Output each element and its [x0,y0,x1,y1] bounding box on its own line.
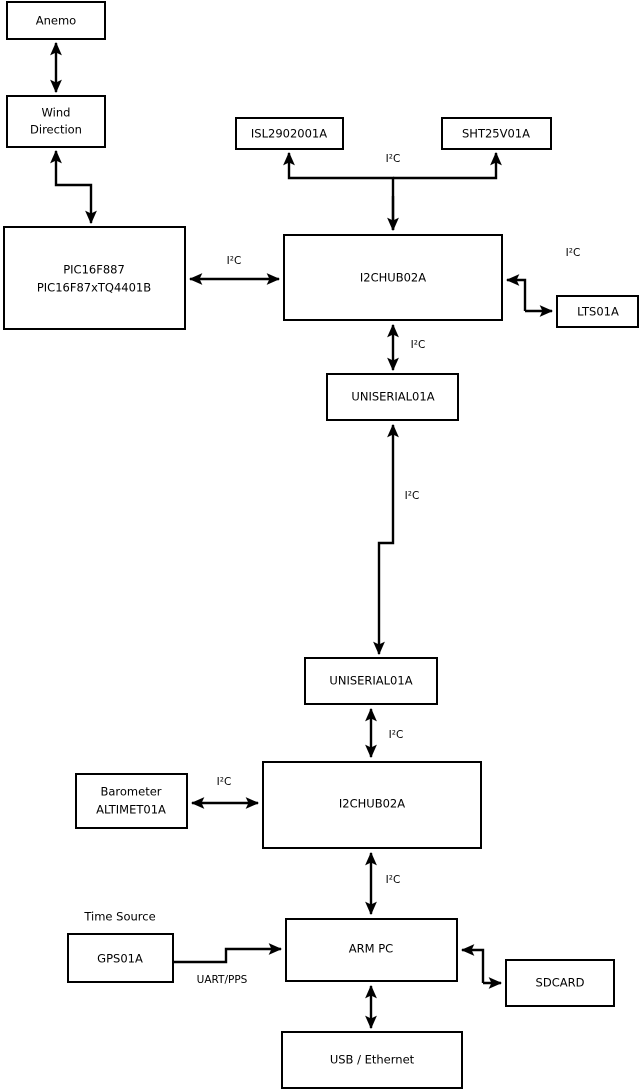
connector-layer: I²C I²C I²C I²C I²C I²C I²C I²C UART/PPS [50,41,581,1030]
node-i2chub02a-top[interactable]: I2CHUB02A [283,234,503,321]
node-i2chub02a-top-label: I2CHUB02A [360,271,426,285]
node-wind-direction[interactable]: Wind Direction [6,95,106,148]
edge-label-pic-hubtop: I²C [227,255,242,267]
node-i2chub02a-bottom-label: I2CHUB02A [339,797,405,811]
node-isl2902001a-label: ISL2902001A [251,127,327,141]
node-sdcard[interactable]: SDCARD [505,959,615,1007]
node-gps01a-label: GPS01A [97,952,143,966]
node-barometer-altimet01a[interactable]: Barometer ALTIMET01A [75,773,188,829]
node-arm-pc[interactable]: ARM PC [285,918,458,982]
node-uniserial01a-upper[interactable]: UNISERIAL01A [326,373,459,421]
edge-wind-pic [50,149,97,225]
edge-armpc-sdcard-in [460,944,485,983]
edge-hubtop-lts-in [505,274,527,311]
node-usb-ethernet-label: USB / Ethernet [330,1053,415,1067]
node-anemo-label: Anemo [36,14,76,28]
node-usb-ethernet[interactable]: USB / Ethernet [281,1031,463,1089]
node-pic16f887[interactable]: PIC16F887 PIC16F87xTQ4401B [3,226,186,330]
edge-uniserialup-uniserialdn [373,423,399,656]
edge-label-uniserialdn-hubbottom: I²C [389,729,404,741]
node-uniserial01a-lower[interactable]: UNISERIAL01A [304,657,438,705]
node-isl2902001a[interactable]: ISL2902001A [235,117,344,150]
node-lts01a-label: LTS01A [577,305,619,319]
node-barometer-label-line2: ALTIMET01A [96,803,166,817]
node-uniserial01a-upper-label: UNISERIAL01A [351,390,434,404]
node-pic16f887-label-line1: PIC16F887 [63,263,125,277]
edge-label-gps-armpc: UART/PPS [197,974,248,986]
edge-label-hubtop-lts: I²C [566,247,581,259]
node-sht25v01a[interactable]: SHT25V01A [441,117,552,150]
node-gps01a[interactable]: GPS01A [67,933,174,983]
node-arm-pc-label: ARM PC [349,942,393,956]
node-pic16f887-label-line2: PIC16F87xTQ4401B [37,281,151,295]
edge-hubtop-sht [393,151,502,180]
time-source-label: Time Source [83,910,155,924]
node-barometer-label-line1: Barometer [100,785,161,799]
node-sht25v01a-label: SHT25V01A [462,127,530,141]
node-uniserial01a-lower-label: UNISERIAL01A [329,674,412,688]
edge-label-hubtop-uniserialup: I²C [411,339,426,351]
edge-label-barometer-hubbottom: I²C [217,776,232,788]
node-wind-direction-label-line1: Wind [42,106,71,120]
node-sdcard-label: SDCARD [536,976,585,990]
node-lts01a[interactable]: LTS01A [556,295,639,328]
edge-label-uniserial-link: I²C [405,490,420,502]
edge-hubtop-isl [283,151,395,230]
node-i2chub02a-bottom[interactable]: I2CHUB02A [262,761,482,849]
node-wind-direction-label-line2: Direction [30,123,82,137]
edge-gps-armpc [173,943,283,964]
node-layer: Anemo Wind Direction PIC16F887 PIC16F87x… [3,1,639,1089]
edge-label-hubtop-sensors: I²C [386,153,401,165]
edge-label-hubbottom-armpc: I²C [386,874,401,886]
node-anemo[interactable]: Anemo [6,1,106,40]
